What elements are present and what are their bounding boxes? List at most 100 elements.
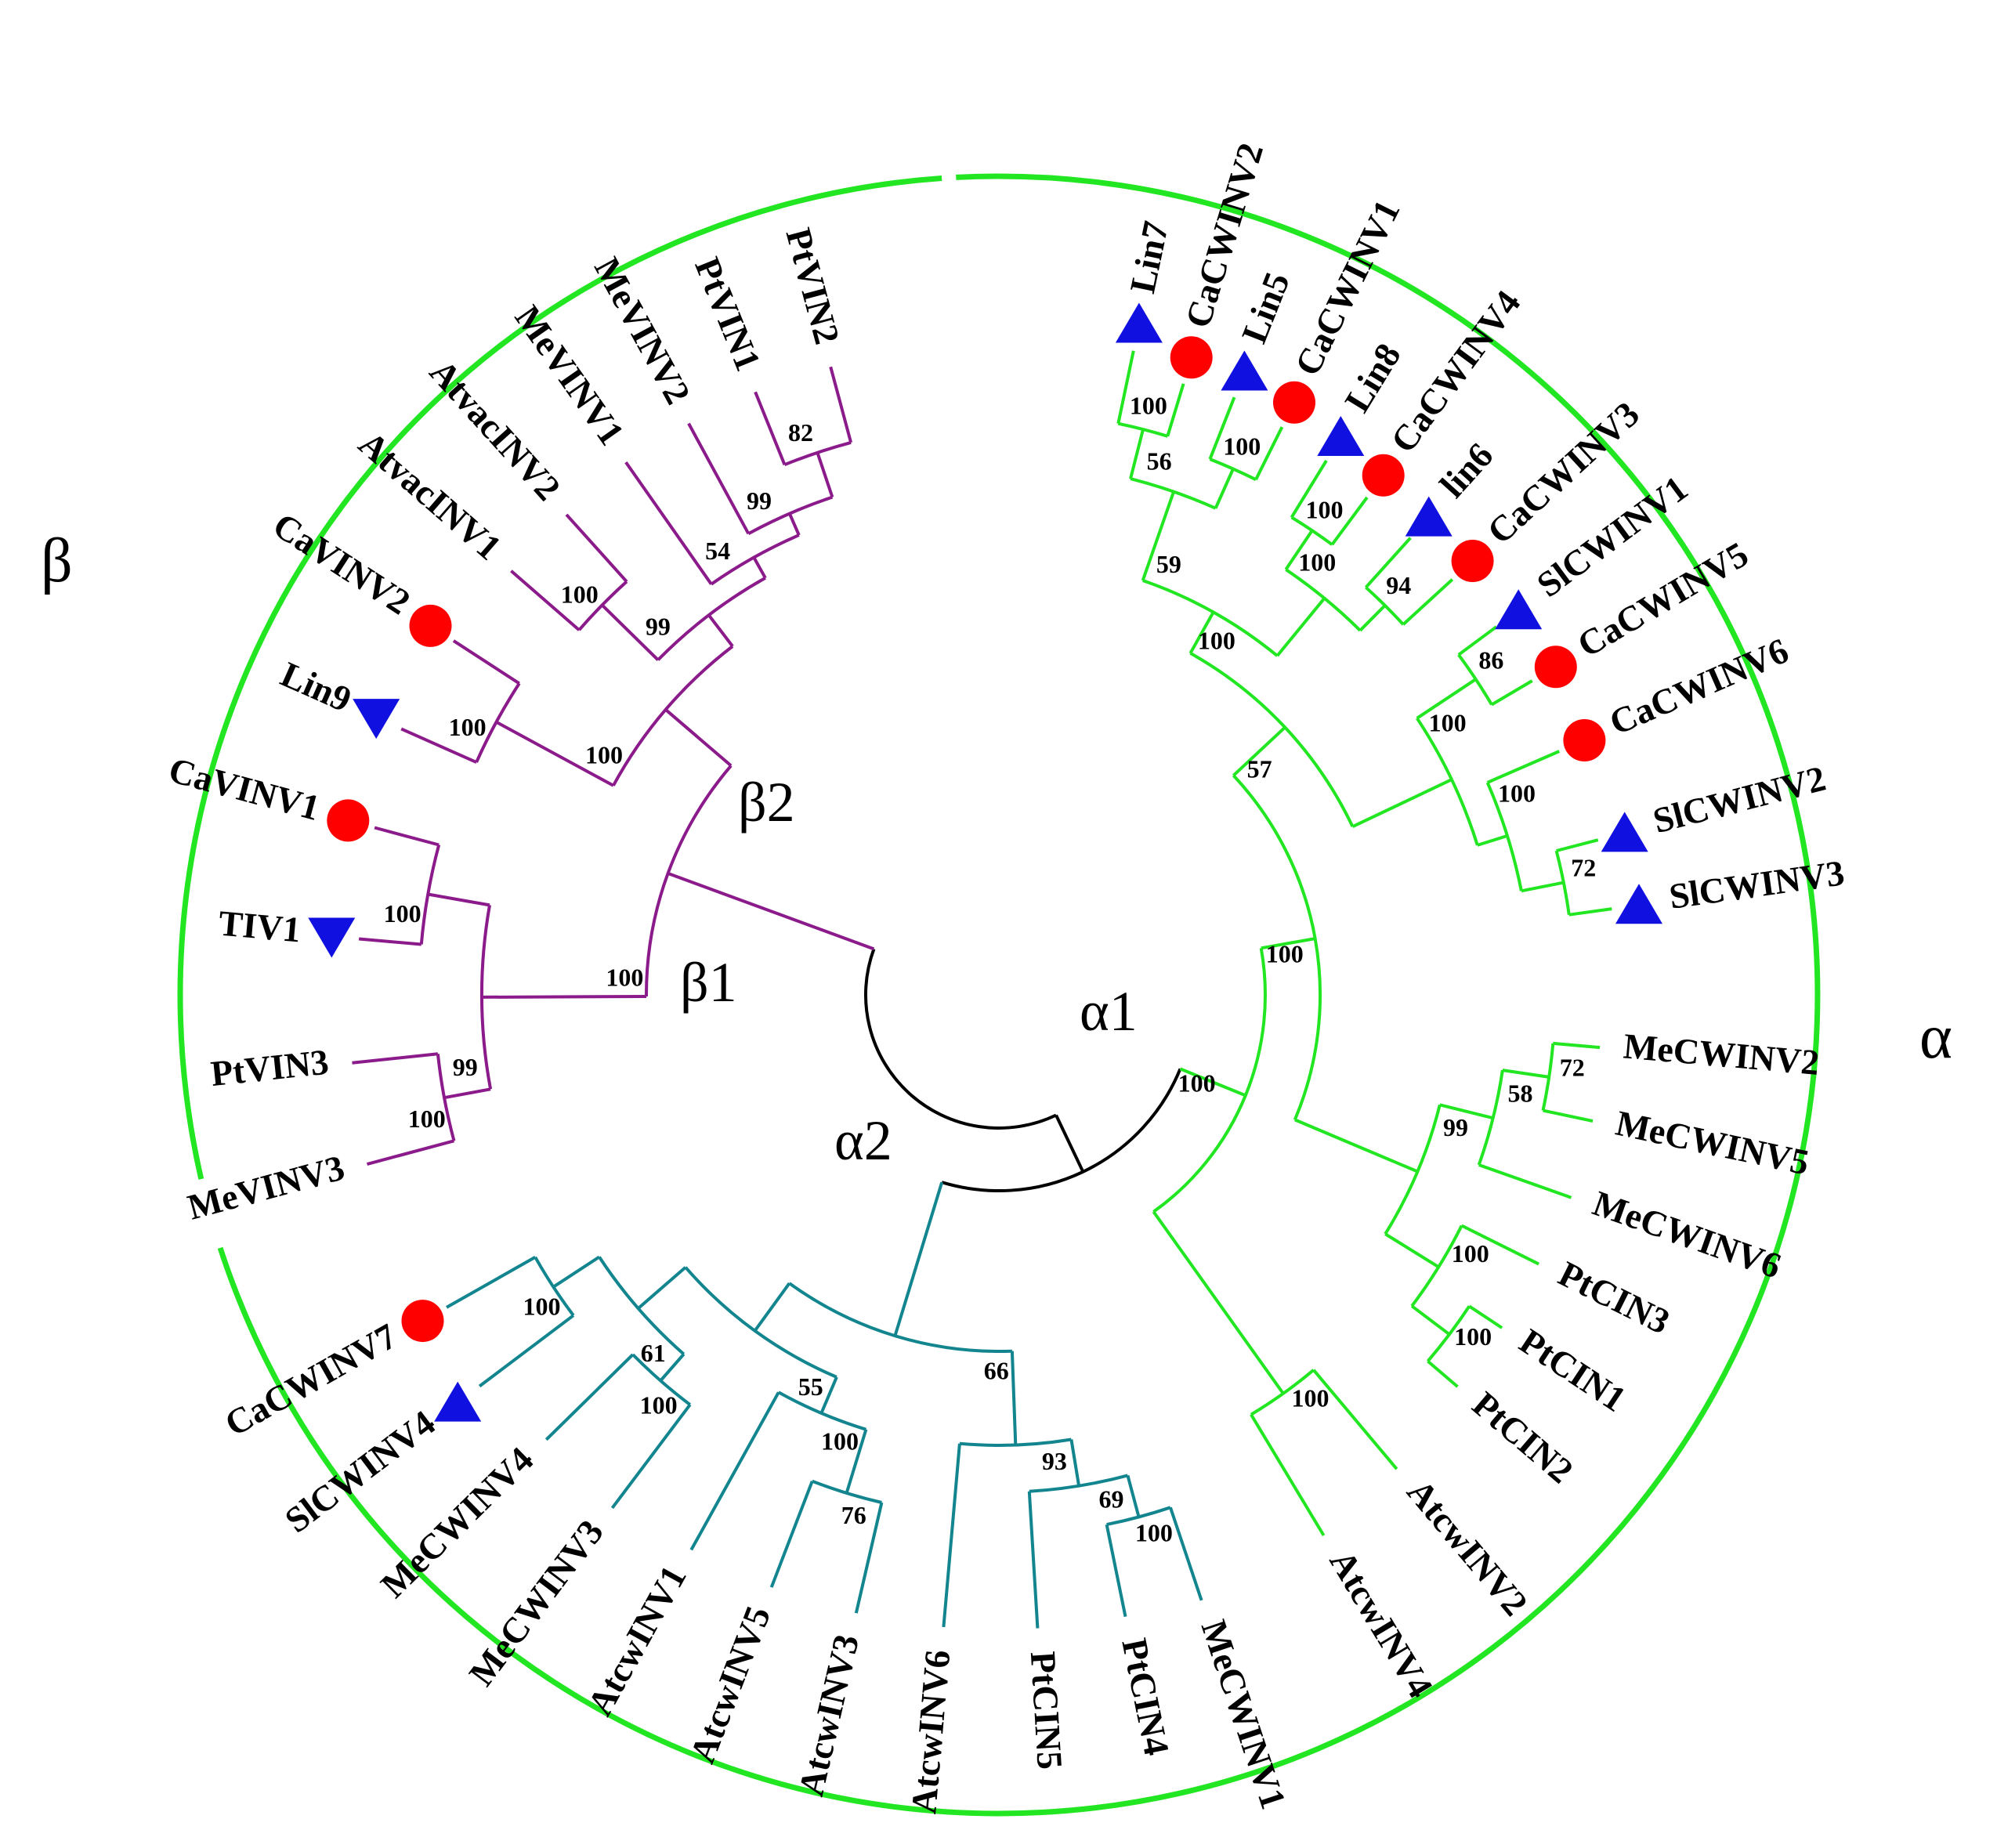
branch-n9: [1521, 881, 1565, 893]
leaf-label: MeVINV2: [587, 251, 698, 410]
bootstrap-n25: 100: [821, 1427, 859, 1455]
branch-n39: [752, 556, 767, 579]
bootstrap-n42: 100: [606, 964, 643, 992]
branch-n15: [1410, 1304, 1451, 1336]
leaf-label: CaCWINV4: [1383, 283, 1528, 459]
leaf-label: AtcwINV1: [580, 1559, 694, 1722]
branch-n40: [707, 613, 734, 648]
branch-Lin7: [1116, 350, 1135, 425]
leaf-label: PtVIN1: [687, 251, 769, 376]
leaf-label: CaVINV2: [266, 504, 418, 622]
branch-n17: [1294, 1118, 1419, 1174]
branch-n10: [1477, 834, 1508, 847]
pepper-marker: [409, 604, 452, 647]
group-arc-alpha: [217, 173, 1821, 1817]
bootstrap-n15: 100: [1454, 1322, 1492, 1351]
branch-AtcwINV5: [769, 1481, 814, 1588]
branch-n30: [893, 1181, 944, 1336]
branch-arc-n38: [747, 495, 834, 535]
group-arc-beta: [177, 175, 942, 1180]
branch-MeVINV3: [366, 1139, 455, 1166]
branch-MeCWINV3: [610, 1403, 692, 1510]
branch-SlCWINV1: [1457, 625, 1498, 656]
branch-n1: [1129, 429, 1145, 479]
group-label-beta: β: [41, 526, 73, 595]
branch-arc-n15: [1426, 1305, 1471, 1362]
branch-arc-n14: [1477, 1069, 1504, 1166]
leaf-label: AtcwINV2: [1399, 1472, 1536, 1623]
bootstrap-n11: 100: [1429, 708, 1467, 736]
branch-CaVINV2: [452, 639, 520, 685]
branch-SlCWINV3: [1568, 907, 1612, 917]
leaf-label: CaCWINV7: [218, 1315, 403, 1444]
branch-arc-n31: [941, 1068, 1182, 1193]
branch-n14: [1439, 1103, 1494, 1120]
branch-CaCWINV1: [1254, 426, 1284, 481]
branch-arc-n16: [1410, 1224, 1463, 1307]
branch-PtCIN4: [1105, 1524, 1127, 1618]
branch-PtVIN3: [352, 1052, 439, 1065]
branch-MeCWINV5: [1543, 1108, 1594, 1123]
leaf-label: CaCWINV6: [1604, 630, 1794, 743]
bootstrap-n3: 56: [1147, 447, 1172, 476]
branch-Lin8: [1290, 459, 1328, 519]
tomato-marker: [1495, 589, 1543, 630]
bootstrap-n14: 58: [1508, 1080, 1533, 1108]
branch-n25: [819, 1376, 838, 1414]
leaf-label: AtcwINV6: [903, 1648, 957, 1815]
branch-lin6: [1364, 537, 1412, 589]
branch-n5: [1358, 604, 1387, 632]
branch-CaCWINV6: [1486, 750, 1561, 784]
branch-AtcwINV4: [1250, 1413, 1326, 1537]
branch-MeVINV2: [687, 422, 751, 535]
leaf-label: MeCWINV3: [461, 1512, 610, 1693]
bootstrap-n21: 100: [1135, 1519, 1173, 1547]
bootstrap-n20: 100: [1266, 940, 1304, 968]
bootstrap-n27: 100: [523, 1292, 561, 1320]
branch-n22: [1069, 1439, 1081, 1487]
bootstrap-n10: 100: [1498, 779, 1536, 808]
bootstrap-n17: 99: [1443, 1113, 1468, 1141]
bootstrap-n33: 100: [384, 899, 421, 928]
bootstrap-n35: 100: [449, 713, 487, 741]
branch-n24: [845, 1429, 868, 1494]
leaf-label: MeCWINV2: [1622, 1025, 1821, 1083]
bootstrap-n24: 76: [841, 1501, 866, 1529]
leaf-label: Lin8: [1337, 337, 1409, 419]
bootstrap-n2: 100: [1223, 432, 1261, 460]
branch-n32: [443, 1087, 491, 1100]
branch-PtCIN3: [1460, 1224, 1539, 1266]
branch-n35: [495, 720, 614, 787]
branch-n38: [787, 512, 801, 536]
pepper-marker: [327, 799, 370, 842]
pepper-marker: [401, 1300, 444, 1343]
branch-CaCWINV2: [1166, 383, 1185, 437]
branch-MeCWINV1: [1169, 1506, 1203, 1601]
leaf-label: MeCWINV6: [1588, 1183, 1786, 1286]
branch-n16: [1384, 1232, 1440, 1269]
branch-MeCWINV6: [1478, 1163, 1572, 1199]
branch-CaCWINV7: [446, 1256, 537, 1309]
branch-n37: [816, 452, 834, 498]
branch-AtcwINV1: [689, 1391, 780, 1551]
branch-PtVIN1: [754, 391, 787, 465]
bootstrap-n13: 72: [1560, 1054, 1585, 1082]
bootstrap-n40: 99: [646, 613, 671, 641]
bootstrap-n8: 86: [1478, 646, 1503, 674]
branch-CaCWINV3: [1402, 578, 1454, 626]
branch-arc-n32: [436, 1054, 456, 1141]
bootstrap-n22: 69: [1099, 1485, 1124, 1513]
leaf-label: AtcwINV3: [790, 1631, 866, 1800]
bootstrap-n5: 94: [1386, 571, 1411, 599]
bootstrap-n7: 59: [1156, 550, 1181, 578]
leaf-label: Lin7: [1122, 218, 1176, 297]
leaf-label: AtcwINV4: [1322, 1543, 1441, 1705]
branch-arc-n6: [1285, 568, 1362, 632]
bootstrap-n26: 100: [640, 1391, 678, 1419]
leaf-label: lin6: [1432, 435, 1501, 504]
branch-CaCWINV5: [1490, 679, 1533, 707]
leaf-label: AtcwINV5: [682, 1600, 779, 1768]
branch-n18: [1261, 937, 1315, 950]
tomato-marker: [1317, 416, 1365, 456]
